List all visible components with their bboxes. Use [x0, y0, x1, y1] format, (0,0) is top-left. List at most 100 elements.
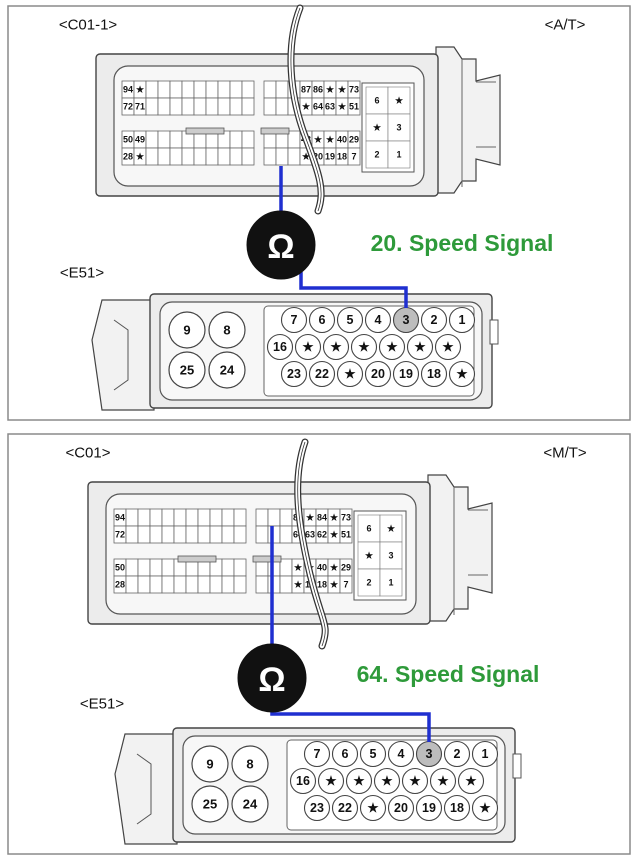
c01-connector-label: <C01-1> — [59, 17, 118, 34]
c01-pin-cell — [145, 130, 159, 149]
e51-pin-label: 20 — [371, 367, 385, 381]
e51-pin — [420, 360, 448, 388]
e51-large-pin — [191, 745, 229, 783]
c01-pin-label: 18 — [337, 152, 347, 162]
c01-pin-cell — [255, 508, 269, 527]
e51-pin — [280, 360, 308, 388]
e51-pin-label: 6 — [319, 313, 326, 327]
e51-pin — [434, 333, 462, 361]
c01-connector-label: <C01> — [65, 445, 110, 462]
c01-pin-label: ★ — [330, 563, 339, 573]
c01-pin-label: ★ — [302, 152, 311, 162]
c01-pin-cell — [229, 147, 243, 166]
c01-pin-cell — [263, 80, 277, 99]
e51-pin-label: ★ — [330, 340, 342, 354]
e51-pin-label: 7 — [291, 313, 298, 327]
e51-pin-label: ★ — [367, 801, 379, 815]
c01-pin-cell — [169, 147, 183, 166]
c01-pin-cell — [169, 80, 183, 99]
e51-pin-label: ★ — [386, 340, 398, 354]
c01-pin-cell — [287, 147, 301, 166]
c01-pin-cell — [279, 558, 293, 577]
c01-pin-cell — [137, 525, 151, 544]
e51-pin-label: 4 — [375, 313, 382, 327]
e51-pin — [359, 794, 387, 822]
e51-pin-label: ★ — [325, 774, 337, 788]
c01-pin-cell — [209, 575, 223, 594]
c01-pin-cell — [125, 508, 139, 527]
e51-large-pin-label: 9 — [206, 757, 213, 772]
e51-pin — [406, 333, 434, 361]
c01-pin-cell — [137, 575, 151, 594]
c01-pin-label: 86 — [313, 85, 323, 95]
c01-pin-label: 64 — [313, 102, 323, 112]
e51-large-pin-label: 8 — [223, 323, 230, 338]
e51-flange — [114, 733, 178, 845]
c01-pin-label: 40 — [337, 135, 347, 145]
e51-pin-label: 2 — [454, 747, 461, 761]
c01-pin-label: 28 — [123, 152, 133, 162]
c01-block-pin: 1 — [396, 150, 401, 160]
signal-label: 20. Speed Signal — [371, 230, 554, 256]
c01-block-pin: 6 — [366, 524, 371, 534]
c01-pin-cell — [161, 525, 175, 544]
e51-pin-label: 23 — [310, 801, 324, 815]
c01-pin-cell — [137, 558, 151, 577]
e51-pin — [443, 794, 471, 822]
c01-block-cell — [379, 568, 403, 597]
ohmmeter-icon — [237, 643, 307, 713]
c01-pin-cell — [241, 147, 255, 166]
c01-pin-label: 63 — [305, 530, 315, 540]
e51-pin — [415, 794, 443, 822]
c01-key-slot — [260, 127, 290, 135]
c01-pin-label: ★ — [302, 102, 311, 112]
c01-pin-label: 94 — [123, 85, 133, 95]
c01-pin-label: ★ — [330, 530, 339, 540]
e51-pin-label: 3 — [403, 313, 410, 327]
e51-pin-label: ★ — [479, 801, 491, 815]
e51-pin-label: ★ — [414, 340, 426, 354]
e51-large-pin — [231, 785, 269, 823]
e51-pin-label: 5 — [370, 747, 377, 761]
e51-pin — [294, 333, 322, 361]
e51-pin-label: 3 — [426, 747, 433, 761]
c01-pin-cell — [241, 130, 255, 149]
c01-pin-cell — [275, 80, 289, 99]
e51-latch — [512, 753, 522, 779]
c01-block-cell — [387, 140, 411, 169]
e51-large-pin-label: 24 — [220, 363, 235, 378]
e51-pin-label: ★ — [465, 774, 477, 788]
c01-block-pin: 3 — [388, 551, 393, 561]
e51-pin-label: 6 — [342, 747, 349, 761]
c01-pin-cell — [347, 147, 361, 166]
e51-pin-label: ★ — [358, 340, 370, 354]
c01-pin-cell — [233, 575, 247, 594]
e51-pin-label: 1 — [482, 747, 489, 761]
e51-pin — [331, 794, 359, 822]
flange-detail — [461, 59, 496, 187]
c01-pin-cell — [221, 575, 235, 594]
e51-pin-label: 18 — [450, 801, 464, 815]
c01-pin-label: 63 — [325, 102, 335, 112]
c01-pin-cell — [149, 575, 163, 594]
e51-large-pin-label: 9 — [183, 323, 190, 338]
c01-pin-cell — [221, 525, 235, 544]
c01-block-pin: ★ — [387, 524, 396, 534]
e51-pin — [429, 767, 457, 795]
c01-pin-cell — [241, 80, 255, 99]
c01-pin-cell — [347, 97, 361, 116]
c01-pin-cell — [181, 147, 195, 166]
c01-key-slot — [177, 555, 217, 563]
c01-pin-cell — [205, 147, 219, 166]
c01-pin-label: 51 — [341, 530, 351, 540]
e51-pin — [364, 306, 392, 334]
c01-pin-label: 29 — [349, 135, 359, 145]
c01-block-pin: 1 — [388, 578, 393, 588]
e51-pin-label: ★ — [437, 774, 449, 788]
c01-pin-cell — [157, 147, 171, 166]
c01-pin-cell — [161, 575, 175, 594]
e51-pin — [364, 360, 392, 388]
c01-pin-label: 50 — [123, 135, 133, 145]
e51-large-pin-label: 25 — [180, 363, 194, 378]
